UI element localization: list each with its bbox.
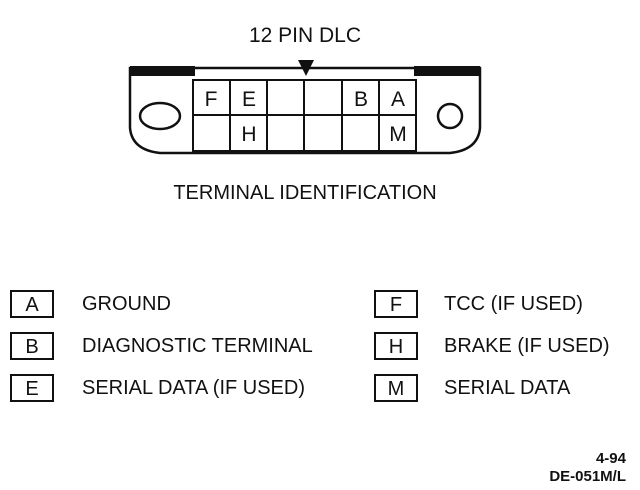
right-latch-tab xyxy=(414,66,480,76)
legend-pin-box: M xyxy=(374,374,418,402)
pin-label-f: F xyxy=(205,88,218,111)
legend-pin-box: H xyxy=(374,332,418,360)
pin-grid xyxy=(192,79,417,152)
legend-pin-description: TCC (IF USED) xyxy=(444,293,583,315)
legend-pin-description: BRAKE (IF USED) xyxy=(444,335,610,357)
key-indicator-icon xyxy=(298,60,314,76)
pin-label-h: H xyxy=(241,123,256,146)
pin-label-m: M xyxy=(389,123,407,146)
legend-pin-box: A xyxy=(10,290,54,318)
diagram-subtitle: TERMINAL IDENTIFICATION xyxy=(173,182,437,204)
legend-pin-box: F xyxy=(374,290,418,318)
pin-label-a: A xyxy=(391,88,405,111)
left-mounting-hole xyxy=(138,101,182,131)
right-mounting-hole xyxy=(436,102,464,130)
figure-code: DE-051M/L xyxy=(549,468,626,485)
legend-pin-box: E xyxy=(10,374,54,402)
diagram-title: 12 PIN DLC xyxy=(248,24,362,47)
figure-identifier: 4-94 DE-051M/L xyxy=(549,450,626,486)
left-latch-tab xyxy=(130,66,195,76)
figure-page-number: 4-94 xyxy=(595,450,626,467)
connector-body xyxy=(128,66,482,155)
pin-label-b: B xyxy=(354,88,368,111)
legend-pin-description: DIAGNOSTIC TERMINAL xyxy=(82,335,313,357)
legend-pin-box: B xyxy=(10,332,54,360)
dlc-connector: F E B A H M xyxy=(128,60,482,155)
pin-label-e: E xyxy=(242,88,256,111)
legend-pin-description: GROUND xyxy=(82,293,171,315)
legend-pin-description: SERIAL DATA (IF USED) xyxy=(82,377,305,399)
legend-pin-description: SERIAL DATA xyxy=(444,377,571,399)
